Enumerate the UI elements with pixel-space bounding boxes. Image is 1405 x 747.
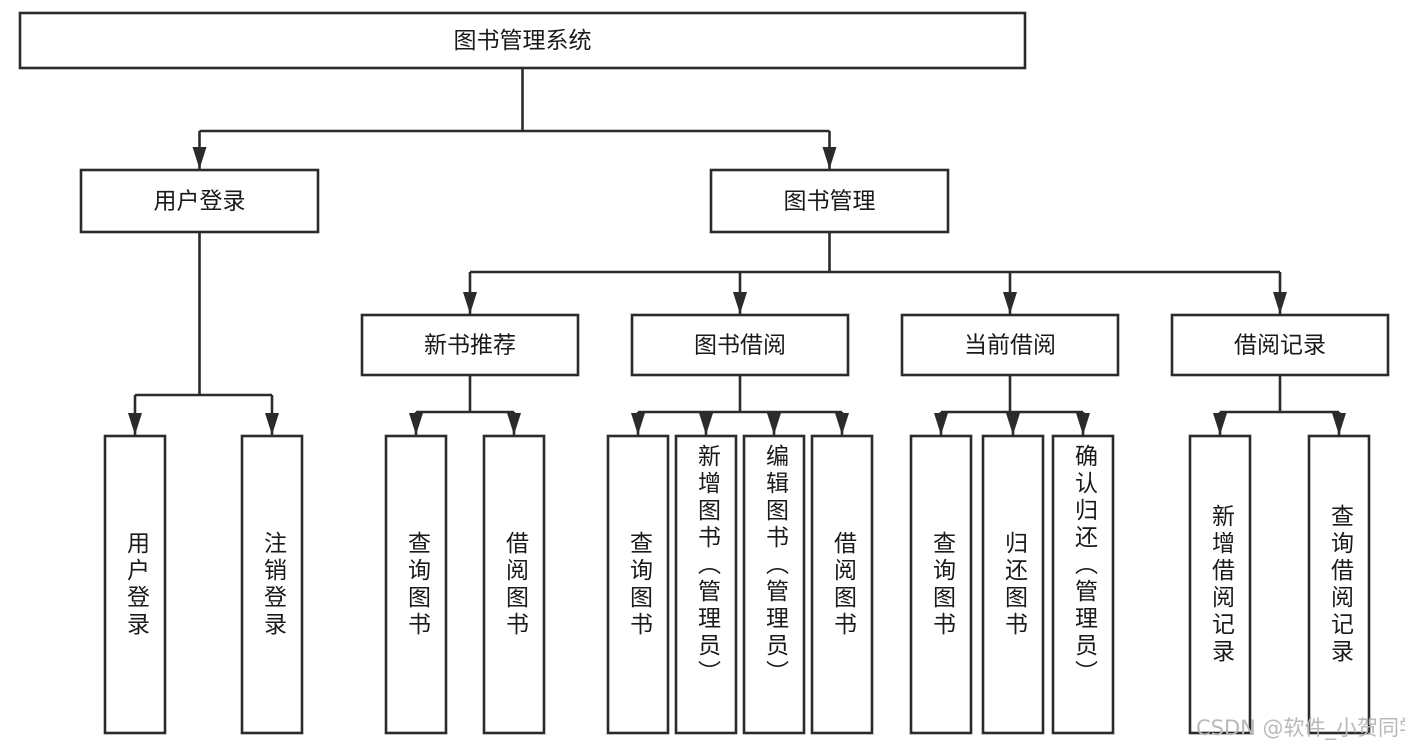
node-box-layer xyxy=(18,11,1390,735)
node-box-leaf-confirm-return xyxy=(1051,434,1115,735)
arrow-head-icon xyxy=(1273,292,1287,314)
arrow-head-icon xyxy=(463,292,477,314)
arrow-head-icon xyxy=(265,413,279,435)
arrow-head-icon xyxy=(409,413,423,435)
arrow-head-icon xyxy=(1006,413,1020,435)
node-label-root: 图书管理系统 xyxy=(454,28,592,54)
arrow-head-icon xyxy=(699,413,713,435)
node-label-book-manage: 图书管理 xyxy=(784,189,876,215)
node-box-leaf-add-record xyxy=(1188,434,1252,735)
node-box-book-borrow xyxy=(630,313,850,377)
arrow-head-icon xyxy=(1003,292,1017,314)
arrow-head-icon xyxy=(1076,413,1090,435)
node-label-new-book-rec: 新书推荐 xyxy=(424,333,516,359)
node-label-borrow-record: 借阅记录 xyxy=(1234,333,1326,359)
node-box-leaf-query-book-2 xyxy=(606,434,670,735)
node-box-current-borrow xyxy=(900,313,1120,377)
node-box-user-login xyxy=(79,168,320,234)
node-label-user-login: 用户登录 xyxy=(154,189,246,215)
connector-layer xyxy=(128,68,1346,435)
arrow-head-icon xyxy=(822,147,837,169)
node-box-leaf-query-book-1 xyxy=(384,434,448,735)
node-box-leaf-user-login xyxy=(103,434,167,735)
node-box-leaf-return-book xyxy=(981,434,1045,735)
node-box-borrow-record xyxy=(1170,313,1390,377)
node-box-leaf-borrow-book-2 xyxy=(810,434,874,735)
node-box-leaf-borrow-book-1 xyxy=(482,434,546,735)
arrow-head-icon xyxy=(128,413,142,435)
node-label-current-borrow: 当前借阅 xyxy=(964,333,1056,359)
node-box-leaf-edit-book xyxy=(742,434,806,735)
node-box-leaf-add-book xyxy=(674,434,738,735)
node-box-book-manage xyxy=(709,168,950,234)
node-box-leaf-logout xyxy=(240,434,304,735)
arrow-head-icon xyxy=(767,413,781,435)
arrow-head-icon xyxy=(934,413,948,435)
node-label-book-borrow: 图书借阅 xyxy=(694,333,786,359)
arrow-head-icon xyxy=(733,292,747,314)
arrow-head-icon xyxy=(192,147,207,169)
arrow-head-icon xyxy=(835,413,849,435)
node-box-leaf-query-book-3 xyxy=(909,434,973,735)
arrow-head-icon xyxy=(1213,413,1227,435)
arrow-head-icon xyxy=(631,413,645,435)
arrow-head-icon xyxy=(1332,413,1346,435)
node-box-leaf-query-record xyxy=(1307,434,1371,735)
arrow-head-icon xyxy=(507,413,521,435)
node-box-root xyxy=(18,11,1027,70)
node-box-new-book-rec xyxy=(360,313,580,377)
